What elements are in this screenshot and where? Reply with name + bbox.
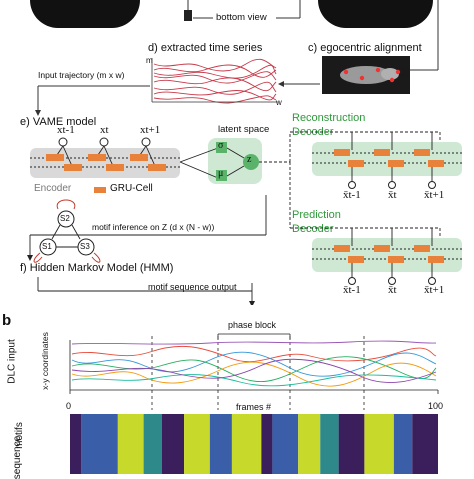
motif-sequence-bar [70,414,438,474]
recon-output-t: x̄t [388,189,397,201]
xlabel-frames: frames # [236,402,272,412]
recon-output-t-1: x̄t-1 [343,189,361,201]
motif-segment [272,414,299,474]
motif-segment [162,414,185,474]
pred-output-t: x̄t [388,284,397,296]
time-series-plot [151,58,278,104]
bottom-view-label: bottom view [216,12,267,23]
motif-segment [81,414,118,474]
gru-cell-label: GRU-Cell [110,183,153,194]
axis-w-label: w [276,98,282,107]
egocentric-image [322,56,410,94]
motif-segment [231,414,262,474]
reconstruction-title: Reconstruction [292,112,366,124]
motif-segment [364,414,394,474]
motif-segment [70,414,82,474]
top-connectors [184,0,439,71]
trajectory-connectors [35,81,320,116]
input-trajectory-label: Input trajectory (m x w) [38,70,125,80]
motif-segment [184,414,210,474]
tick-100: 100 [428,401,444,411]
motif-segment [320,414,339,474]
prediction-title: Prediction [292,209,341,221]
motif-segment [117,414,144,474]
encoder-box [30,148,180,178]
state-s2: S2 [60,214,70,223]
axis-m-label: m [146,56,153,65]
latent-space-label: latent space [218,124,270,135]
egocentric-alignment-title: c) egocentric alignment [308,42,422,54]
motif-sequence-output-label: motif sequence output [148,282,237,292]
motif-segment [393,414,413,474]
motif-segment [298,414,321,474]
encoder-diagram [30,137,290,193]
encoder-label: Encoder [34,183,72,194]
motif-segment [209,414,232,474]
camera-image-left [30,0,140,28]
state-s3: S3 [80,242,90,251]
motif-segment [338,414,365,474]
motif-segment [261,414,273,474]
sigma-symbol: σ [218,140,224,151]
motif-segment [412,414,438,474]
mu-symbol: μ [218,168,224,179]
z-symbol: z [247,154,252,165]
tick-0: 0 [66,401,72,411]
decoder-diagram [289,131,462,285]
recon-output-t+1: x̄t+1 [424,189,445,201]
panel-b-chart [69,333,439,474]
pred-output-t-1: x̄t-1 [343,284,361,296]
extracted-time-series-title: d) extracted time series [148,42,263,54]
panel-b-label: b [2,312,12,329]
encoder-input-xt+1: xt+1 [140,124,161,136]
camera-image-right [318,0,433,28]
pred-output-t+1: x̄t+1 [424,284,445,296]
prediction-decoder-title: Decoder [292,223,334,235]
motif-inference-label: motif inference on Z (d x (N - w)) [92,222,215,232]
hmm-diagram [27,195,267,305]
encoder-input-xt: xt [100,124,109,136]
encoder-input-xt-1: xt-1 [57,124,75,136]
phase-block-label: phase block [228,320,277,330]
state-s1: S1 [42,242,52,251]
hmm-title: f) Hidden Markov Model (HMM) [20,262,174,274]
motif-segment [143,414,162,474]
vame-model-title: e) VAME model [20,116,97,128]
